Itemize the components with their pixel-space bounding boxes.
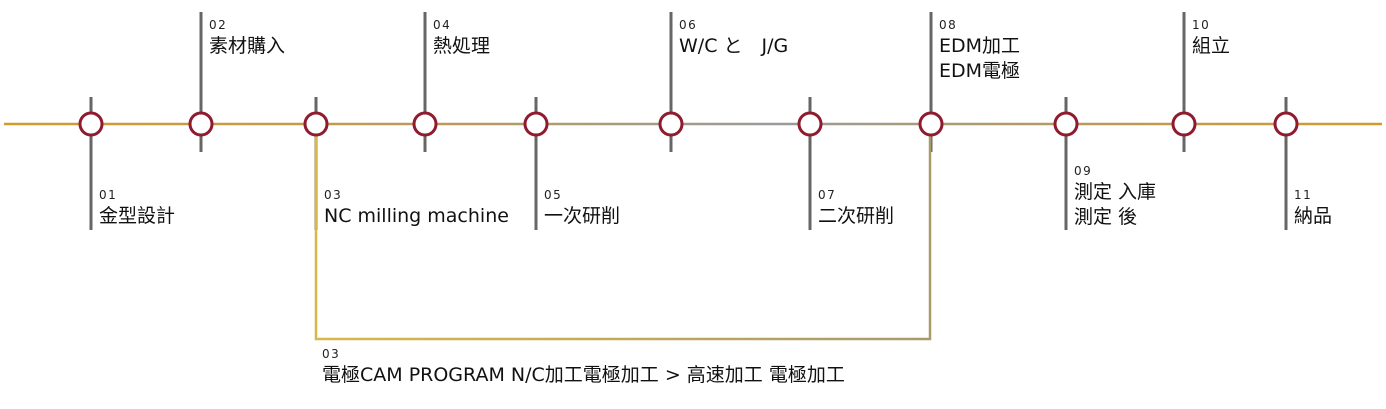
step-4-number: 04 xyxy=(433,18,452,32)
step-1-node xyxy=(78,111,104,137)
step-7-number: 07 xyxy=(818,188,837,202)
step-9-number: 09 xyxy=(1074,164,1093,178)
step-8-label-line-1: EDM加工 xyxy=(939,35,1021,57)
step-9-label-line-2: 測定 後 xyxy=(1074,206,1138,228)
step-3-node xyxy=(303,111,329,137)
branch-connector xyxy=(314,124,932,341)
step-2-node xyxy=(188,111,214,137)
step-1-label: 金型設計 xyxy=(99,205,176,227)
step-1-number: 01 xyxy=(99,188,118,202)
step-5-label: 一次研削 xyxy=(544,205,621,227)
step-7-node xyxy=(797,111,823,137)
step-6-number: 06 xyxy=(679,18,698,32)
step-5-number: 05 xyxy=(544,188,563,202)
step-8-number: 08 xyxy=(939,18,958,32)
step-3-label: NC milling machine xyxy=(324,205,509,227)
step-nodes xyxy=(78,111,1299,137)
step-11-number: 11 xyxy=(1294,188,1313,202)
branch-label: 電極CAM PROGRAM N/C加工電極加工 > 高速加工 電極加工 xyxy=(322,364,845,386)
step-7-label: 二次研削 xyxy=(818,205,895,227)
step-8-node xyxy=(918,111,944,137)
step-10-label: 組立 xyxy=(1192,35,1231,57)
step-10-node xyxy=(1171,111,1197,137)
step-4-node xyxy=(412,111,438,137)
step-11-node xyxy=(1273,111,1299,137)
step-9-node xyxy=(1053,111,1079,137)
step-9-label-line-1: 測定 入庫 xyxy=(1074,181,1157,203)
branch-number: 03 xyxy=(322,347,341,361)
step-10-number: 10 xyxy=(1192,18,1211,32)
step-8-label-line-2: EDM電極 xyxy=(939,60,1021,82)
step-3-number: 03 xyxy=(324,188,343,202)
step-2-number: 02 xyxy=(209,18,228,32)
step-6-node xyxy=(658,111,684,137)
step-11-label: 納品 xyxy=(1294,205,1333,227)
step-6-label: W/C と J/G xyxy=(679,35,789,57)
step-2-label: 素材購入 xyxy=(209,35,286,57)
step-4-label: 熱処理 xyxy=(433,35,491,57)
step-5-node xyxy=(523,111,549,137)
